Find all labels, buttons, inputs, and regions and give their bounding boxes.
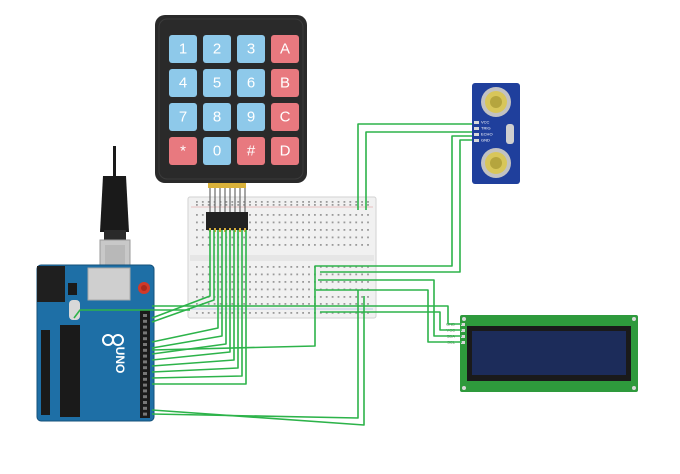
keypad-key-9[interactable]: 9 — [237, 103, 265, 131]
keypad-key-label: 3 — [247, 41, 255, 58]
arduino-infinity-icon — [102, 334, 124, 346]
keypad-key-label: 4 — [179, 75, 187, 92]
keypad-key-b[interactable]: B — [271, 69, 299, 97]
keypad-keys: 1 2 3 A 4 5 6 B 7 8 9 C * 0 # D — [169, 35, 299, 165]
arduino-logo-text: UNO — [113, 347, 127, 374]
keypad-key-3[interactable]: 3 — [237, 35, 265, 63]
sensor-pin-label-trig: TRIG — [481, 126, 491, 131]
keypad-key-d[interactable]: D — [271, 137, 299, 165]
keypad-key-label: 0 — [213, 143, 221, 160]
arduino-uno-board[interactable]: UNO — [36, 264, 155, 422]
connection-wires — [73, 123, 472, 426]
keypad-key-6[interactable]: 6 — [237, 69, 265, 97]
keypad-key-0[interactable]: 0 — [203, 137, 231, 165]
barrel-jack — [37, 266, 65, 302]
keypad-key-2[interactable]: 2 — [203, 35, 231, 63]
keypad-key-label: B — [280, 75, 290, 92]
sensor-pin-label-gnd: GND — [481, 138, 490, 143]
keypad-key-8[interactable]: 8 — [203, 103, 231, 131]
digital-pins — [143, 314, 147, 416]
keypad-key-label: C — [280, 109, 291, 126]
power-header — [41, 330, 50, 415]
sensor-pin-label-vcc: VCC — [481, 120, 490, 125]
keypad-key-star[interactable]: * — [169, 137, 197, 165]
keypad-key-label: 2 — [213, 41, 221, 58]
keypad-key-label: 9 — [247, 109, 255, 126]
digital-header — [140, 310, 150, 418]
keypad-key-label: 6 — [247, 75, 255, 92]
keypad-key-label: 8 — [213, 109, 221, 126]
keypad[interactable]: 1 2 3 A 4 5 6 B 7 8 9 C * 0 # D — [155, 15, 307, 232]
atmega-chip — [60, 325, 80, 417]
keypad-key-label: * — [180, 143, 186, 160]
keypad-key-1[interactable]: 1 — [169, 35, 197, 63]
keypad-key-c[interactable]: C — [271, 103, 299, 131]
keypad-header-connector — [206, 212, 248, 230]
keypad-key-label: 1 — [179, 41, 187, 58]
usb-port — [87, 267, 131, 301]
keypad-key-label: D — [280, 143, 291, 160]
keypad-key-hash[interactable]: # — [237, 137, 265, 165]
usb-cable — [99, 146, 131, 271]
keypad-key-7[interactable]: 7 — [169, 103, 197, 131]
keypad-key-label: 5 — [213, 75, 221, 92]
lcd-screen — [472, 331, 626, 375]
keypad-ribbon-cable — [209, 188, 246, 212]
keypad-key-label: 7 — [179, 109, 187, 126]
keypad-key-label: A — [280, 41, 290, 58]
keypad-key-label: # — [247, 143, 256, 160]
lcd-mount-holes — [462, 317, 636, 390]
keypad-key-a[interactable]: A — [271, 35, 299, 63]
keypad-key-5[interactable]: 5 — [203, 69, 231, 97]
keypad-key-4[interactable]: 4 — [169, 69, 197, 97]
sensor-pin-label-echo: ECHO — [481, 132, 493, 137]
